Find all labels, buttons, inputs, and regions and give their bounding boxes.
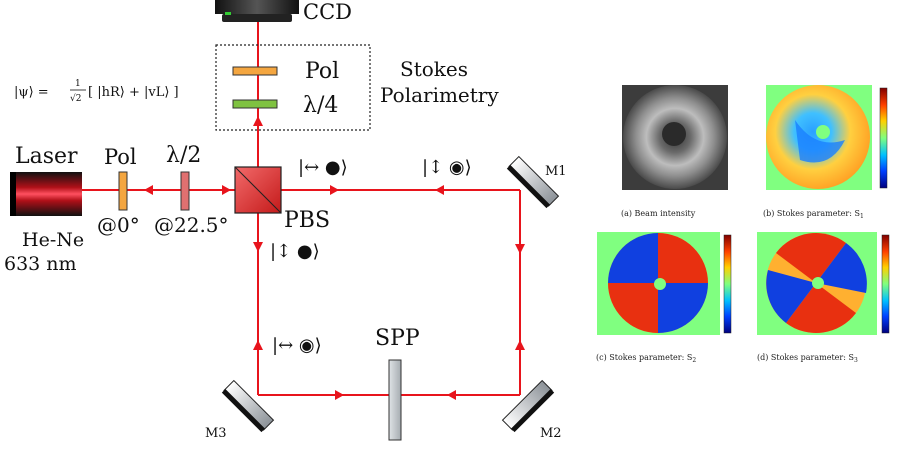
panel-beam-intensity <box>622 85 728 190</box>
polarimetry-box <box>215 44 371 131</box>
pbs-label: PBS <box>284 208 330 233</box>
stokes-label: Stokes <box>400 57 468 81</box>
pol-label: Pol <box>104 145 137 169</box>
s3-center <box>812 277 824 289</box>
m2-backing <box>511 389 555 433</box>
mirror-m1 <box>506 155 560 209</box>
laser-body <box>10 172 82 216</box>
panel-s2 <box>597 232 732 335</box>
ket-h-gauss-text: |↔ ●⟩ <box>298 157 348 178</box>
mirror-m3 <box>221 379 275 433</box>
arrow-m2-spp <box>447 390 456 400</box>
arrow-up-polarimetry <box>253 116 263 126</box>
polarimetry-polarizer <box>232 66 278 76</box>
laser-model: He-Ne <box>22 229 84 251</box>
state-bracket: [ |hR⟩ + |vL⟩ ] <box>88 85 179 100</box>
s2-blue-q4 <box>658 283 708 333</box>
ket-h-vortex: |↔ ◉⟩ <box>272 335 322 356</box>
s3-red-top <box>776 233 846 283</box>
caption-d: (d) Stokes parameter: S3 <box>757 353 858 364</box>
ket-v-vortex-text: |↕ ◉⟩ <box>422 157 472 178</box>
quarter-wave-plate <box>232 99 278 109</box>
polarimetry-pol-label: Pol <box>305 59 339 84</box>
arrow-up-m3 <box>253 340 263 350</box>
pol-angle: @0° <box>97 213 140 237</box>
s3-blue-right <box>816 243 867 293</box>
caption-a: (a) Beam intensity <box>621 209 696 218</box>
m3-backing <box>221 389 265 433</box>
state-equation: |ψ⟩ = 1 √2 [ |hR⟩ + |vL⟩ ] <box>14 79 179 104</box>
s2-red-q1 <box>658 233 708 283</box>
m1-label: M1 <box>545 164 567 179</box>
polarizer <box>118 171 128 211</box>
intensity-core <box>662 122 686 146</box>
pbs-cube <box>234 166 282 214</box>
arrow-down-pbs <box>253 242 263 252</box>
caption-b: (b) Stokes parameter: S1 <box>763 209 864 220</box>
arrow-hwp <box>222 185 231 195</box>
m2-glass <box>501 379 553 431</box>
s3-colorbar <box>881 234 890 334</box>
m3-label: M3 <box>205 426 227 441</box>
ket-h-vortex-text: |↔ ◉⟩ <box>272 335 322 356</box>
half-wave-plate <box>180 171 190 211</box>
s2-center <box>654 278 666 290</box>
spiral-phase-plate <box>388 359 402 441</box>
hwp-angle: @22.5° <box>154 213 229 237</box>
panel-s1 <box>766 85 888 190</box>
s3-red-bottom <box>786 283 856 334</box>
ket-v-vortex: |↕ ◉⟩ <box>422 157 472 178</box>
mirror-m2 <box>501 379 555 433</box>
polarimetry-label: Polarimetry <box>380 83 499 107</box>
m1-backing <box>506 165 550 209</box>
arrow-down-m1 <box>515 244 525 254</box>
arrow-m1-return <box>435 185 444 195</box>
s1-disk <box>766 85 870 189</box>
arrow-up-m2 <box>515 340 525 350</box>
m2-label: M2 <box>540 426 562 441</box>
s2-blue-q2 <box>608 233 658 283</box>
s1-colorbar <box>879 87 888 189</box>
pbs-diagonal <box>234 166 282 214</box>
arrow-pol <box>144 185 153 195</box>
ccd-body <box>215 0 299 14</box>
arrow-m3-spp <box>335 390 344 400</box>
arrow-pbs-right <box>330 185 339 195</box>
s1-center <box>816 125 830 139</box>
s2-colorbar <box>723 234 732 334</box>
s3-blue-left <box>766 270 816 323</box>
beam-arrows <box>144 116 525 400</box>
panel-s3 <box>757 232 890 335</box>
state-frac-den: √2 <box>70 93 81 104</box>
ccd-camera <box>215 0 299 22</box>
ccd-label: CCD <box>303 0 352 24</box>
state-frac-num: 1 <box>75 79 81 89</box>
ket-v-gauss-text: |↕ ●⟩ <box>270 241 320 262</box>
s2-red-q3 <box>608 283 658 333</box>
m3-glass <box>223 379 275 431</box>
laser-label: Laser <box>15 144 78 169</box>
ket-v-gauss: |↕ ●⟩ <box>270 241 320 262</box>
caption-c: (c) Stokes parameter: S2 <box>596 353 696 364</box>
laser-endcap <box>10 172 16 216</box>
laser-wavelength: 633 nm <box>4 253 77 275</box>
hwp-label: λ/2 <box>166 143 201 168</box>
s1-blue-region <box>795 120 845 163</box>
ccd-led <box>225 12 231 15</box>
state-eq-lhs: |ψ⟩ = <box>14 85 49 100</box>
qwp-label: λ/4 <box>303 93 338 118</box>
ket-h-gauss: |↔ ●⟩ <box>298 157 348 178</box>
ccd-lens <box>222 14 292 22</box>
spp-label: SPP <box>375 326 420 351</box>
